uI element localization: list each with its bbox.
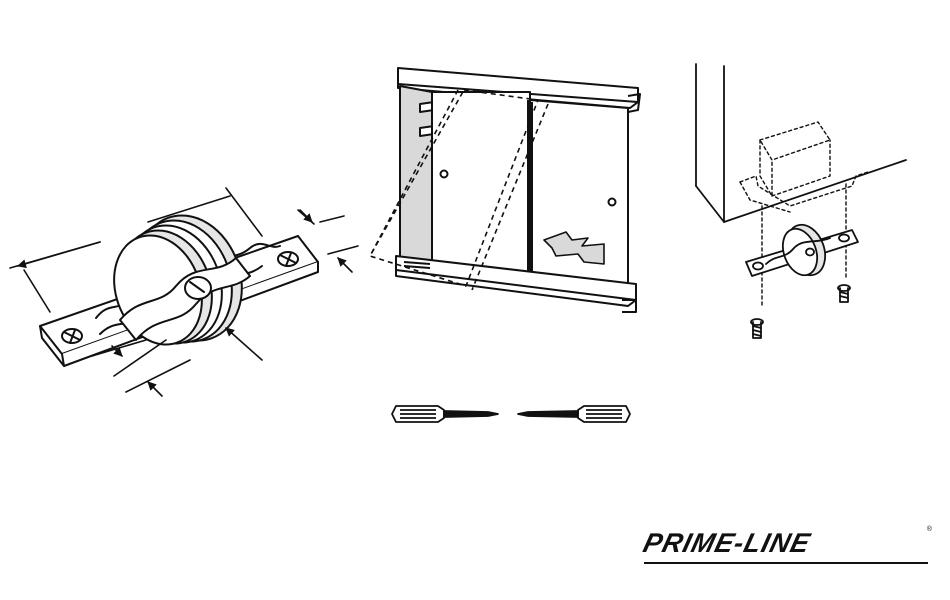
sliding-door-cabinet-illustration	[370, 68, 640, 312]
roller-assembly-illustration	[10, 188, 358, 396]
brand-name: PRIME-LINE	[640, 528, 814, 559]
dimension-length	[10, 242, 100, 312]
mounting-screw-left	[751, 319, 763, 338]
brand-underline	[644, 562, 928, 564]
registered-mark: ®	[927, 526, 932, 533]
screw-hole-right	[278, 252, 298, 266]
cabinet-end-panel	[400, 86, 432, 266]
brand-logo: PRIME-LINE ®	[640, 528, 940, 588]
dimension-offset	[226, 328, 262, 360]
flat-screwdriver-icon	[518, 406, 630, 422]
mounting-screw-right	[838, 285, 850, 302]
screw-hole-left	[62, 329, 82, 343]
screwdrivers-illustration	[392, 406, 630, 422]
phillips-screwdriver-icon	[392, 406, 498, 422]
roller-mounting-illustration	[696, 64, 906, 338]
